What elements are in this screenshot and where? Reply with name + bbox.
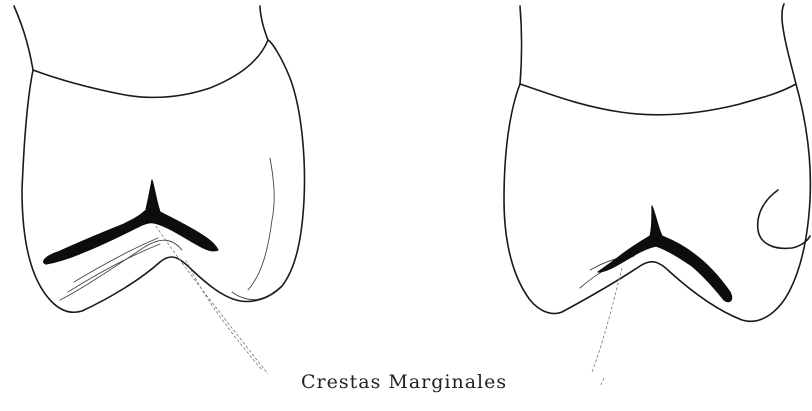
tooth-right-outline: [504, 4, 810, 321]
tooth-left-distal-contour: [248, 158, 274, 290]
leader-lines: [156, 226, 622, 385]
tooth-left-cervical-line: [33, 40, 268, 97]
tooth-right-distal-contour: [758, 190, 810, 248]
leader-line-right: [592, 268, 622, 372]
tooth-left-distal-fold: [232, 292, 262, 300]
tooth-right-inner-contour: [580, 256, 634, 288]
leader-line-tail: [601, 378, 604, 385]
tooth-left-drawing: [14, 6, 304, 312]
tooth-right-cervical-line: [520, 84, 796, 115]
leader-line-left-secondary: [186, 260, 262, 370]
tooth-right-drawing: [504, 4, 810, 321]
figure-caption: Crestas Marginales: [301, 371, 601, 393]
tooth-left-central-groove: [44, 180, 218, 264]
tooth-right-central-groove: [598, 206, 732, 302]
